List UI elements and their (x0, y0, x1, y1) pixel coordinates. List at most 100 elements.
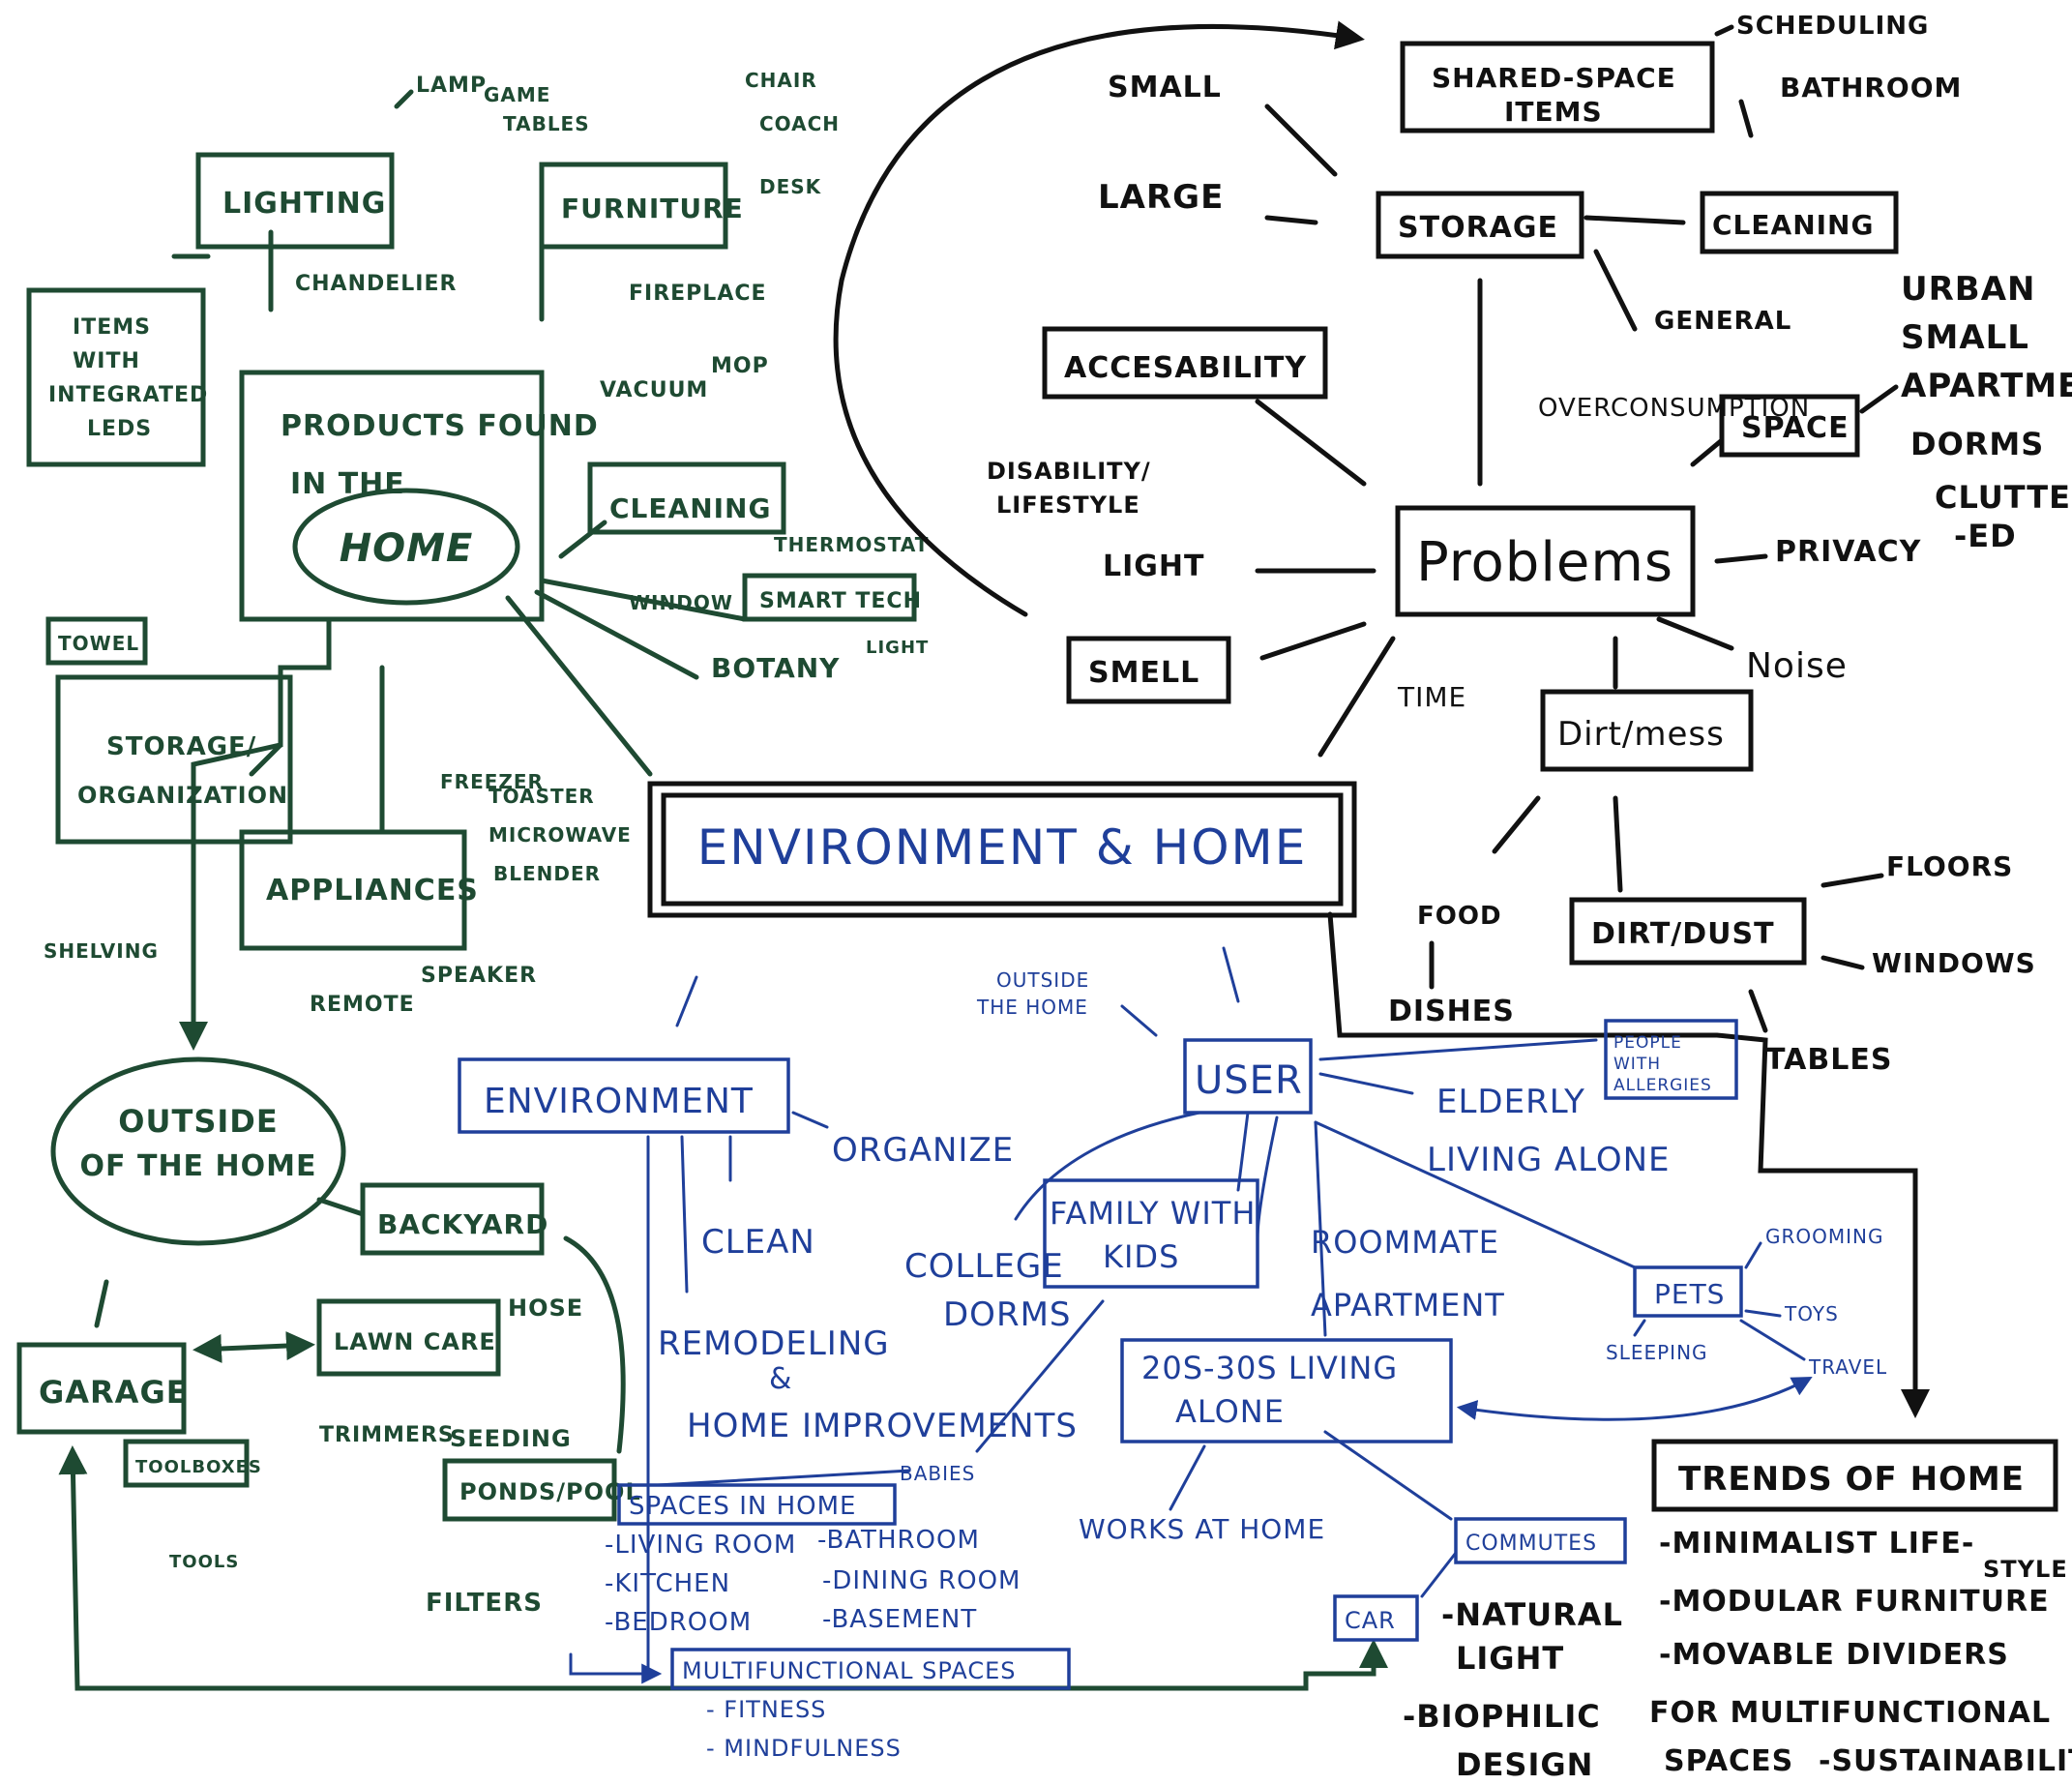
fireplace-label: FIREPLACE (629, 282, 767, 306)
commutes-box (1454, 1517, 1627, 1564)
roommate-label-2: APARTMENT (1311, 1287, 1505, 1324)
elderly-label-1: ELDERLY (1436, 1083, 1585, 1121)
multi-mindfulness: - MINDFULNESS (706, 1735, 902, 1762)
lighting-label: LIGHTING (222, 187, 386, 221)
connector-env-organize (791, 1111, 829, 1129)
filters-label: FILTERS (426, 1589, 543, 1618)
clean-label: CLEAN (701, 1223, 815, 1262)
multi-title: MULTIFUNCTIONAL SPACES (682, 1657, 1016, 1684)
toaster-label: TOASTER (488, 785, 595, 808)
connector-home-cleaning (558, 520, 607, 559)
connector-dust-tables (1748, 989, 1768, 1033)
connector-user-family (1014, 1111, 1201, 1221)
towel-box (45, 616, 148, 666)
thermostat-label: THERMOSTAT (774, 533, 929, 556)
connector-scheduling (1714, 24, 1734, 37)
botany-label: BOTANY (711, 652, 840, 684)
smell-box (1066, 636, 1231, 704)
connector-outside-garage (94, 1279, 109, 1328)
trend-natural-2: LIGHT (1456, 1640, 1564, 1677)
bathroom-label: BATHROOM (1780, 72, 1962, 104)
connector-user-twenties (1314, 1120, 1327, 1337)
items-leds-box (26, 287, 206, 467)
space-label: SPACE (1741, 411, 1850, 445)
remodeling-label-3: HOME IMPROVEMENTS (687, 1407, 1078, 1445)
connector-home-outside (179, 616, 332, 1051)
connector-backyard-ponds (563, 1235, 626, 1454)
outside-title-1: OUTSIDE (118, 1103, 278, 1140)
connector-user-allergies (1318, 1038, 1598, 1061)
connector-problems-noise (1656, 616, 1734, 651)
chair-label: CHAIR (745, 69, 817, 92)
toolboxes-label: TOOLBOXES (135, 1457, 262, 1477)
remodeling-label-1: REMODELING (658, 1324, 890, 1363)
space-dining: -DINING ROOM (822, 1566, 1021, 1595)
connector-outside-backyard (316, 1197, 366, 1217)
connector-home-storage (249, 742, 283, 777)
trend-movable: -MOVABLE DIVIDERS (1659, 1638, 2009, 1672)
connector-problems-center (1317, 636, 1396, 758)
spaces-title-box (617, 1483, 897, 1526)
tables-label: TABLES (1765, 1043, 1892, 1077)
connector-arc-lower (833, 278, 1028, 617)
trend-minimalist-2: STYLE (1983, 1556, 2068, 1583)
connector-spaces-babies (656, 1469, 911, 1487)
towel-label: TOWEL (58, 632, 139, 655)
trend-minimalist-1: -MINIMALIST LIFE- (1659, 1527, 1974, 1561)
trend-modular: -MODULAR FURNITURE (1659, 1585, 2050, 1619)
clutter-label-2: -ED (1954, 518, 2017, 554)
twenties-box (1120, 1338, 1453, 1443)
seeding-label: SEEDING (450, 1425, 572, 1452)
connector-env-remodeling (680, 1135, 689, 1294)
large-label: LARGE (1098, 178, 1224, 217)
connector-storage-general (1593, 249, 1638, 332)
trends-title: TRENDS OF HOME (1678, 1460, 2025, 1499)
food-label: FOOD (1417, 902, 1502, 931)
problems-box (1395, 505, 1696, 617)
storage-org-box (55, 674, 293, 845)
disability-label-2: LIFESTYLE (996, 491, 1140, 519)
connector-storage-cleaning (1584, 215, 1686, 225)
environment-user-branch: ENVIRONMENT ORGANIZE CLEAN REMODELING & … (458, 946, 1886, 1762)
connector-problems-privacy (1714, 553, 1768, 564)
connector-user-elderly (1318, 1072, 1414, 1095)
items-line3: INTEGRATED (48, 383, 208, 407)
storage-label-2: ORGANIZATION (77, 782, 288, 809)
central-topic-inner-border (661, 792, 1344, 907)
products-title-line1: PRODUCTS FOUND (281, 409, 599, 443)
connector-to-trends (1327, 911, 1930, 1418)
dirt-mess-box (1540, 689, 1754, 772)
dirt-mess-label: Dirt/mess (1557, 715, 1725, 754)
products-cleaning-box (587, 461, 786, 535)
trend-biophilic-1: -BIOPHILIC (1403, 1698, 1601, 1735)
spaces-title: SPACES IN HOME (629, 1492, 856, 1521)
connector-user-outside (1120, 1004, 1158, 1037)
storage-box (1376, 191, 1584, 259)
hose-label: HOSE (508, 1294, 583, 1322)
outside-title-2: OF THE HOME (80, 1149, 317, 1183)
connector-family-babies (975, 1299, 1105, 1453)
products-title-line2: IN THE (290, 467, 405, 501)
lawn-care-label: LAWN CARE (334, 1328, 496, 1355)
items-line1: ITEMS (73, 315, 151, 340)
desk-label: DESK (759, 175, 822, 198)
scheduling-label: SCHEDULING (1736, 12, 1929, 41)
furniture-box (539, 162, 728, 250)
lamp-label: LAMP (416, 74, 487, 98)
dirt-dust-label: DIRT/DUST (1591, 917, 1775, 951)
pets-box (1633, 1265, 1743, 1318)
connector-home-smarttech (539, 578, 748, 622)
dishes-label: DISHES (1388, 995, 1515, 1028)
central-topic-border (647, 781, 1357, 918)
roommate-label-1: ROOMMATE (1311, 1224, 1499, 1261)
outside-branch: OUTSIDE OF THE HOME BACKYARD GARAGE LAWN… (16, 1056, 1388, 1691)
environment-box (458, 1057, 790, 1134)
connector-small-storage (1264, 104, 1338, 177)
twenties-label-2: ALONE (1175, 1393, 1285, 1430)
smell-label: SMELL (1088, 656, 1199, 690)
ponds-pool-label: PONDS/POOL (459, 1478, 641, 1505)
connector-user-pets (1314, 1120, 1637, 1269)
general-label: GENERAL (1654, 307, 1791, 336)
commutes-label: COMMUTES (1465, 1532, 1597, 1556)
twenties-label-1: 20S-30S LIVING (1141, 1350, 1398, 1386)
